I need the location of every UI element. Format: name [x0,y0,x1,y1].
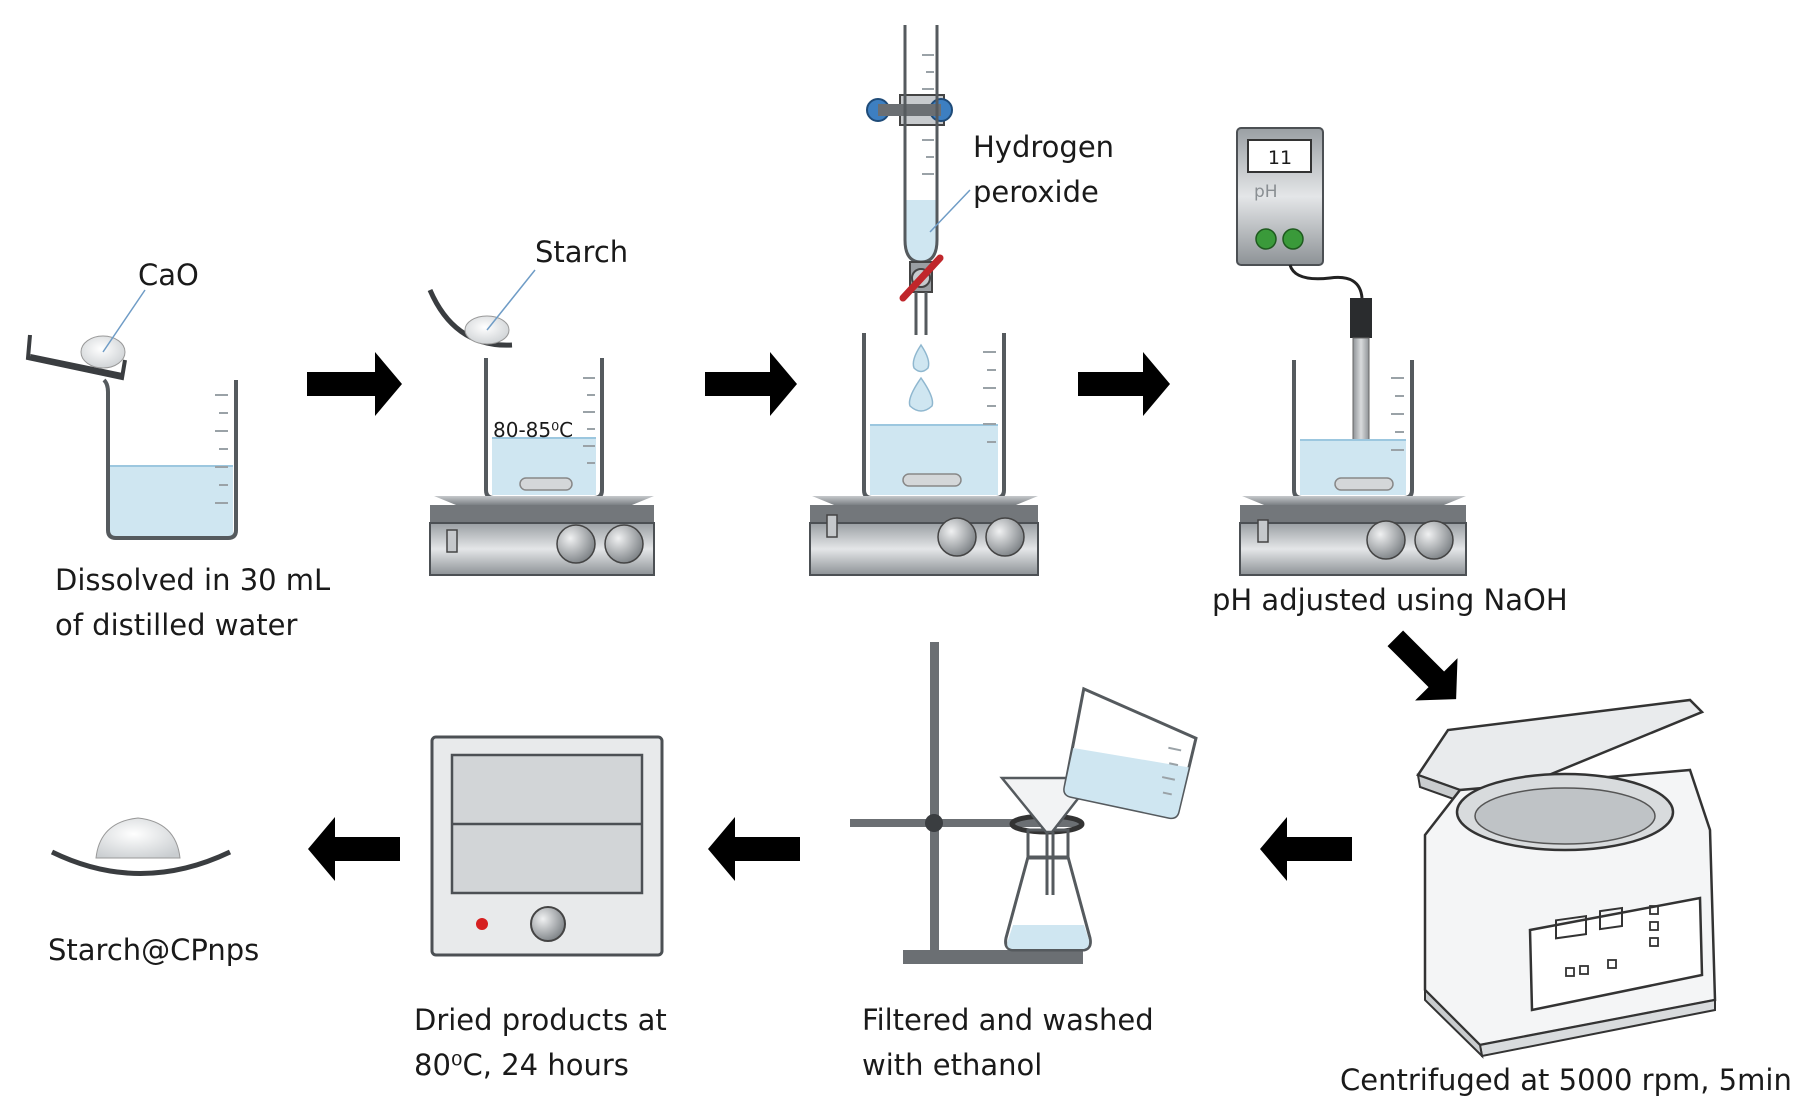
step6-caption-line2: with ethanol [862,1048,1042,1082]
droplet-small [912,343,930,373]
arrow-icon [708,817,800,881]
hotplate-stirrer-icon [809,496,1039,576]
starch-label: Starch [535,235,628,269]
cao-label: CaO [138,258,199,292]
step1-caption-line2: of distilled water [55,608,297,642]
drying-oven-icon [430,735,664,957]
hotplate-stirrer-icon [429,496,655,576]
filter-funnel-icon [850,642,1198,964]
step6-filtration-group: Filtered and washed with ethanol [850,642,1198,1082]
arrow-icon [705,352,797,416]
spatula-icon [427,289,513,348]
beaker-icon [102,378,238,540]
step2-hotplate-group: Starch 80-85⁰C [427,235,655,576]
temperature-label: 80-85⁰C [493,418,573,442]
product-powder [95,817,181,859]
ph-meter-icon: 11 pH [1236,127,1372,461]
step5-centrifuge-group: Centrifuged at 5000 rpm, 5min [1340,698,1792,1097]
step6-caption-line1: Filtered and washed [862,1003,1154,1037]
stir-bar [519,477,573,491]
step4-ph-group: 11 pH pH adjusted using NaO [1212,127,1568,617]
step4-caption: pH adjusted using NaOH [1212,583,1568,617]
hydrogen-label-line2: peroxide [973,175,1099,209]
arrow-icon [1387,630,1458,701]
arrow-icon [1078,352,1170,416]
stir-bar [902,473,962,487]
arrow-icon [307,352,402,416]
step7-caption-line2: 80⁰C, 24 hours [414,1048,629,1082]
step7-caption-line1: Dried products at [414,1003,667,1037]
step3-burette-group: Hydrogen peroxide [809,25,1114,576]
product-label: Starch@CPnps [48,933,259,967]
step1-beaker-group: CaO Dissolved in 30 mL of distilled wate… [25,258,330,642]
arrow-icon [308,817,400,881]
step1-caption-line1: Dissolved in 30 mL [55,563,330,597]
hotplate-stirrer-icon [1239,496,1467,576]
ph-display-value: 11 [1268,147,1292,169]
step5-caption: Centrifuged at 5000 rpm, 5min [1340,1063,1792,1097]
centrifuge-icon [1416,698,1717,1059]
step8-product-group: Starch@CPnps [48,817,259,967]
step7-oven-group: Dried products at 80⁰C, 24 hours [414,735,667,1082]
droplet-large [908,376,934,412]
arrow-icon [1260,817,1352,881]
spatula-icon [25,334,127,381]
hydrogen-label-line1: Hydrogen [973,130,1114,164]
ph-unit-label: pH [1254,182,1278,202]
burette-icon [866,25,953,335]
spatula-icon [50,849,232,876]
stir-bar [1334,477,1394,491]
